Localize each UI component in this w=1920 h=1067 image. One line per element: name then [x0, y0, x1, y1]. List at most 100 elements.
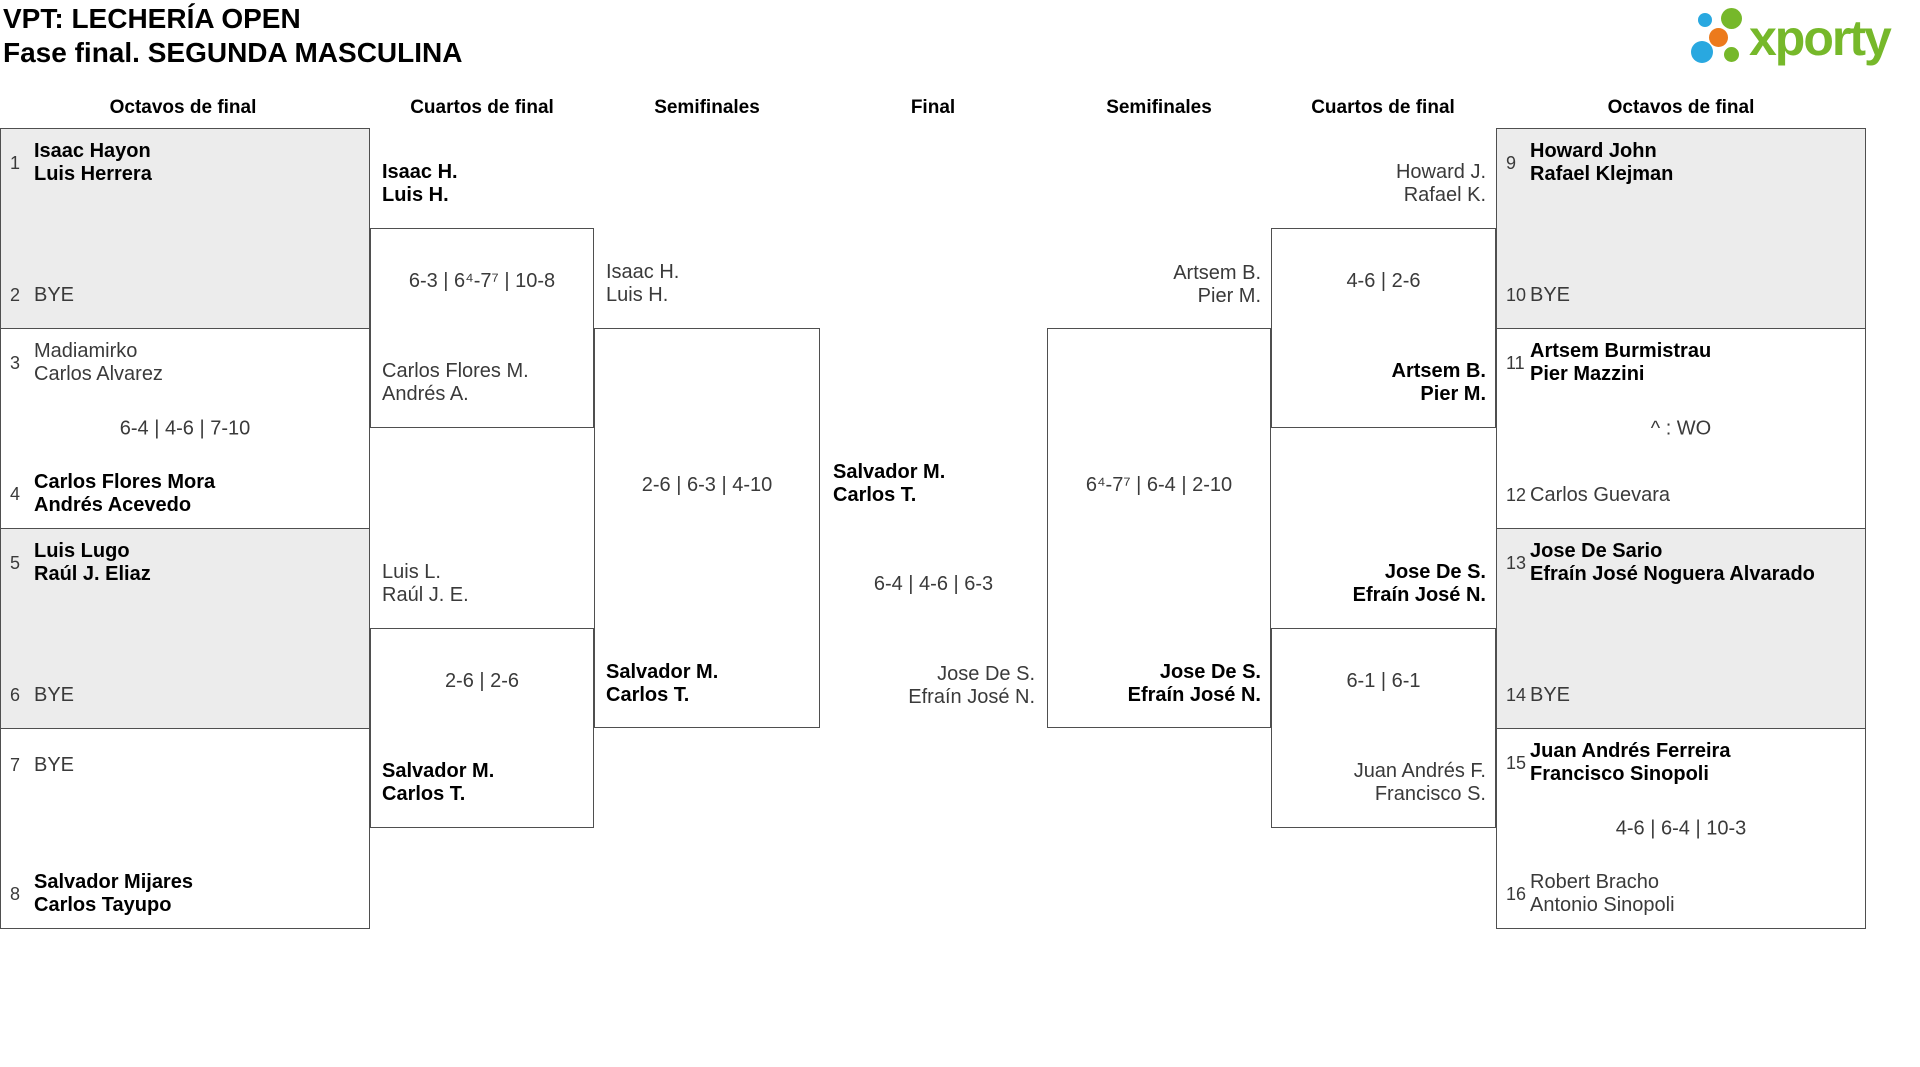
round-header-semis-right: Semifinales [1106, 97, 1212, 118]
match-score: 2-6 | 6-3 | 4-10 [641, 474, 773, 496]
bracket-entry: 14 BYE [1506, 684, 1859, 707]
seed-number: 3 [10, 352, 21, 373]
page-title-block: VPT: LECHERÍA OPEN Fase final. SEGUNDA M… [3, 2, 462, 70]
qf-match-2 [370, 628, 594, 828]
team-names: Jose De S. Efraín José N. [1127, 661, 1261, 706]
team-names: Luis L. Raúl J. E. [382, 561, 469, 606]
team-names: Jose De Sario Efraín José Noguera Alvara… [1530, 540, 1815, 585]
seed-number: 5 [10, 552, 21, 573]
seed-number: 13 [1506, 552, 1527, 573]
seed-number: 12 [1506, 485, 1527, 505]
team-names: Robert Bracho Antonio Sinopoli [1530, 871, 1675, 916]
round-header-semis-left: Semifinales [654, 97, 760, 118]
r16-match-1: 1 Isaac Hayon Luis Herrera 2 BYE [0, 128, 370, 329]
round-header-cuartos-right: Cuartos de final [1311, 97, 1455, 118]
r16-match-3: 5 Luis Lugo Raúl J. Eliaz 6 BYE [0, 528, 370, 729]
bracket-entry: 13 Jose De Sario Efraín José Noguera Alv… [1506, 540, 1859, 586]
tournament-subtitle: Fase final. SEGUNDA MASCULINA [3, 37, 463, 68]
seed-number: 2 [10, 285, 21, 305]
logo-dot-icon [1691, 41, 1713, 63]
match-score: 6-1 | 6-1 [1346, 670, 1421, 692]
team-names: Howard John Rafael Klejman [1530, 140, 1674, 185]
team-names: Howard J. Rafael K. [1395, 161, 1486, 206]
round-header-cuartos-left: Cuartos de final [410, 97, 554, 118]
r16-match-2: 3 Madiamirko Carlos Alvarez 6-4 | 4-6 | … [0, 328, 370, 529]
seed-number: 7 [10, 755, 21, 775]
r16-match-5: 9 Howard John Rafael Klejman 10 BYE [1496, 128, 1866, 329]
match-score: 2-6 | 2-6 [444, 670, 520, 692]
qf-match-1 [370, 228, 594, 428]
r16-match-8: 15 Juan Andrés Ferreira Francisco Sinopo… [1496, 728, 1866, 929]
team-names: Artsem B. Pier M. [1173, 262, 1261, 307]
team-names: Salvador Mijares Carlos Tayupo [34, 871, 193, 916]
bracket-entry: 8 Salvador Mijares Carlos Tayupo [10, 871, 363, 917]
team-names: Carlos Guevara [1530, 484, 1671, 506]
bracket-entry: 12 Carlos Guevara [1506, 484, 1859, 507]
qf-match-3 [1271, 228, 1496, 428]
logo-dot-icon [1724, 47, 1739, 62]
bracket-entry: 11 Artsem Burmistrau Pier Mazzini [1506, 340, 1859, 386]
r16-match-4: 7 BYE 8 Salvador Mijares Carlos Tayupo [0, 728, 370, 929]
team-names: BYE [1530, 684, 1571, 706]
bracket-entry: 1 Isaac Hayon Luis Herrera [10, 140, 363, 186]
match-score: ^ : WO [1650, 417, 1712, 439]
team-names: Isaac H. Luis H. [606, 261, 680, 306]
team-names: Salvador M. Carlos T. [833, 461, 946, 506]
seed-number: 8 [10, 883, 21, 904]
match-score: 6⁴-7⁷ | 6-4 | 2-10 [1085, 474, 1233, 496]
team-names: BYE [1530, 284, 1571, 306]
bracket-entry: 9 Howard John Rafael Klejman [1506, 140, 1859, 186]
sf-match-2 [1047, 328, 1271, 728]
round-header-final: Final [910, 97, 956, 118]
r16-match-6: 11 Artsem Burmistrau Pier Mazzini ^ : WO… [1496, 328, 1866, 529]
team-names: BYE [34, 284, 75, 306]
seed-number: 1 [10, 152, 21, 173]
bracket-entry: 4 Carlos Flores Mora Andrés Acevedo [10, 471, 363, 517]
team-names: Isaac Hayon Luis Herrera [34, 140, 152, 185]
seed-number: 15 [1506, 752, 1527, 773]
team-names: Carlos Flores M. Andrés A. [382, 360, 529, 405]
team-names: Jose De S. Efraín José N. [908, 663, 1035, 708]
team-names: BYE [34, 754, 75, 776]
match-score: 4-6 | 2-6 [1346, 270, 1421, 292]
team-names: Salvador M. Carlos T. [606, 661, 719, 706]
logo-dot-icon [1709, 28, 1728, 47]
round-header-octavos-right: Octavos de final [1607, 97, 1755, 118]
seed-number: 14 [1506, 685, 1527, 705]
team-names: Juan Andrés Ferreira Francisco Sinopoli [1530, 740, 1731, 785]
bracket-entry: 5 Luis Lugo Raúl J. Eliaz [10, 540, 363, 586]
seed-number: 10 [1506, 285, 1527, 305]
team-names: Artsem Burmistrau Pier Mazzini [1530, 340, 1712, 385]
team-names: Carlos Flores Mora Andrés Acevedo [34, 471, 216, 516]
qf-match-4 [1271, 628, 1496, 828]
team-names: Isaac H. Luis H. [382, 161, 458, 206]
seed-number: 6 [10, 685, 21, 705]
team-names: Luis Lugo Raúl J. Eliaz [34, 540, 151, 585]
seed-number: 11 [1506, 352, 1525, 373]
match-score: 6-4 | 4-6 | 6-3 [873, 573, 994, 595]
seed-number: 4 [10, 483, 21, 504]
logo-wordmark: xporty [1749, 10, 1892, 66]
team-names: Salvador M. Carlos T. [382, 760, 495, 805]
logo-dot-icon [1721, 8, 1742, 29]
sf-match-1 [594, 328, 820, 728]
bracket-entry: 6 BYE [10, 684, 363, 707]
team-names: BYE [34, 684, 75, 706]
team-names: Artsem B. Pier M. [1391, 360, 1486, 405]
team-names: Jose De S. Efraín José N. [1352, 561, 1486, 606]
logo-dot-icon [1698, 13, 1712, 27]
bracket-entry: 7 BYE [10, 754, 363, 777]
bracket-entry: 2 BYE [10, 284, 363, 307]
seed-number: 16 [1506, 883, 1527, 904]
r16-match-7: 13 Jose De Sario Efraín José Noguera Alv… [1496, 528, 1866, 729]
tournament-title: VPT: LECHERÍA OPEN [3, 3, 301, 34]
team-names: Madiamirko Carlos Alvarez [34, 340, 163, 385]
seed-number: 9 [1506, 152, 1517, 173]
match-score: 6-4 | 4-6 | 7-10 [119, 417, 251, 439]
round-header-octavos-left: Octavos de final [109, 97, 257, 118]
bracket-entry: 3 Madiamirko Carlos Alvarez [10, 340, 363, 386]
xporty-logo: xporty [1688, 0, 1920, 78]
match-score: 6-3 | 6⁴-7⁷ | 10-8 [408, 270, 556, 292]
bracket-entry: 16 Robert Bracho Antonio Sinopoli [1506, 871, 1859, 917]
